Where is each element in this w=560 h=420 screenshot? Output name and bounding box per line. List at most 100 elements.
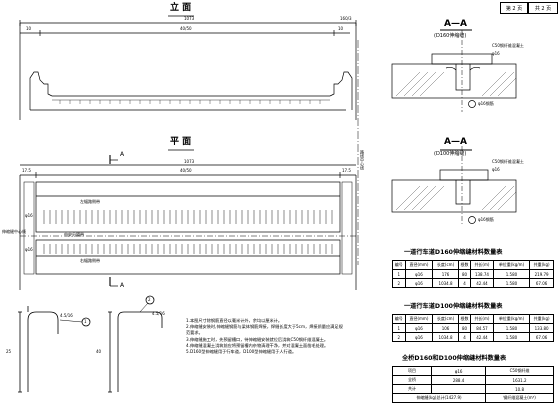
note-line: 1.本图尺寸除钢筋直径以毫米计外，余均以厘米计。 (186, 318, 283, 323)
table-header-cell: 共重(kg) (529, 260, 554, 270)
page-number: 第 2 页 (505, 5, 523, 12)
table-header-cell: φ16 (431, 366, 487, 376)
table3-title: 全桥D160和D100伸缩缝材料数量表 (402, 355, 507, 362)
plan-overall-dim: 1073 (184, 159, 195, 164)
table-cell: φ16 (404, 269, 434, 279)
table-cell: 106 (432, 323, 459, 333)
detail1-mark: 1 (84, 319, 87, 324)
table-header-cell: 直径(mm) (404, 260, 434, 270)
page-number-box: 第 2 页 (500, 2, 528, 14)
plan-row-label-mid: 中央分隔带 (64, 232, 84, 237)
table-cell: 1 (392, 323, 406, 333)
table-cell: 42.44 (470, 332, 494, 342)
table-cell: 1.580 (492, 332, 531, 342)
elevation-right-dim: 10 (338, 26, 344, 31)
section1-callout-2: φ16 (492, 51, 500, 56)
section1-subtitle: (D160伸缩缝) (434, 33, 467, 39)
plan-right-dim: 17.5 (342, 168, 351, 173)
table-cell: 138.74 (470, 269, 494, 279)
table-header-cell: 编号 (392, 260, 406, 270)
table-row: 1 φ16 106 80 84.57 1.580 133.80 (392, 323, 554, 333)
plan-left-label-1: φ16 (25, 213, 33, 218)
table-cell: 2 (392, 332, 406, 342)
table-cell: 80 (457, 323, 472, 333)
table-cell: 全桥 (391, 375, 433, 385)
table-row: 全桥 288.4 1631.2 (391, 375, 554, 385)
table-cell: 共计 (391, 384, 433, 394)
note-line: 5.D160型伸缩缝用于行车道，D100型伸缩缝用于人行道。 (186, 349, 297, 355)
table-row: 1 φ16 176 80 138.74 1.580 219.79 (392, 269, 554, 279)
table3: 项目 φ16 C50钢纤维 全桥 288.4 1631.2 共计 10.8 伸缩… (391, 366, 554, 403)
section2-callout-3: φ16钢筋 (478, 217, 494, 222)
table-cell: 4 (457, 332, 472, 342)
table-cell: 1.580 (492, 323, 531, 333)
section1-callout-3: φ16钢筋 (478, 101, 494, 106)
section2-subtitle: (D100伸缩缝) (434, 151, 467, 157)
table-cell: 1034.8 (432, 278, 459, 288)
table-cell: 2 (392, 278, 406, 288)
elevation-overall-dim: 1073 (184, 16, 195, 21)
table-cell: 1.580 (492, 269, 531, 279)
plan-row-label-top: 左幅路侧带 (80, 199, 100, 204)
table-cell: 4 (457, 278, 472, 288)
elevation-title: 立 面 (170, 3, 192, 13)
table-row: 2 φ16 1034.8 4 42.44 1.580 67.06 (392, 332, 554, 342)
plan-row-label-bottom: 右幅路侧带 (80, 258, 100, 263)
detail2-dim-1: 4.5/16 (152, 311, 165, 316)
table-header-cell: C50钢纤维 (485, 366, 554, 376)
section2-callout-2: φ16 (492, 167, 500, 172)
table-header-cell: 直径(mm) (404, 314, 434, 324)
plan-mid-dim: 40/50 (180, 168, 192, 173)
table-header-cell: 长度(cm) (432, 260, 459, 270)
elevation-left-dim: 10 (26, 26, 32, 31)
table-header-cell: 单位重(kg/m) (492, 314, 531, 324)
table-row: 共计 10.8 (391, 384, 554, 394)
table1: 编号 直径(mm) 长度(cm) 根数 共长(m) 单位重(kg/m) 共重(k… (392, 260, 554, 288)
section1-callout-1: C50钢纤维混凝土 (492, 43, 524, 48)
note-line: 3.伸缩缝施工时，先预留槽口，待伸缩缝安装就位后浇筑C50钢纤维混凝土。 (186, 336, 329, 342)
plan-left-dim: 17.5 (22, 168, 31, 173)
table-header-cell: 共重(kg) (529, 314, 554, 324)
table-cell: 1 (392, 269, 406, 279)
detail2-mark: 2 (148, 297, 151, 302)
table-cell: 133.80 (529, 323, 554, 333)
table-cell (431, 384, 487, 394)
table-header-cell: 共长(m) (470, 314, 494, 324)
table-cell: 288.4 (431, 375, 487, 385)
section2-callout-1: C50钢纤维混凝土 (492, 159, 524, 164)
note-line: 2.伸缩缝安装时,伸缩缝钢筋与梁体钢筋焊接，焊缝长度大于5cm，焊接质量应满足规 (186, 324, 343, 330)
table-cell: 84.57 (470, 323, 494, 333)
table-cell: φ16 (404, 332, 434, 342)
detail2-dim-2: 40 (96, 349, 102, 354)
table-row: 2 φ16 1034.8 4 42.44 1.580 67.06 (392, 278, 554, 288)
table-header-cell: 根数 (457, 314, 472, 324)
table-cell: 67.06 (529, 332, 554, 342)
table-header-cell: 共长(m) (470, 260, 494, 270)
plan-side-label: 路线中心线 (360, 150, 365, 170)
table-cell: 67.06 (529, 278, 554, 288)
table-cell: 176 (432, 269, 459, 279)
table2-header: 编号 直径(mm) 长度(cm) 根数 共长(m) 单位重(kg/m) 共重(k… (392, 314, 554, 324)
page-total-box: 共 2 页 (528, 2, 558, 14)
section-mark-bottom: A (120, 282, 125, 289)
table-cell: 80 (457, 269, 472, 279)
elevation-right-label: 160/3 (340, 16, 352, 21)
table-cell: 1034.8 (432, 332, 459, 342)
section1-title: A—A (444, 19, 467, 29)
table-header-cell: 编号 (392, 314, 406, 324)
note-line: 范要求。 (186, 330, 203, 336)
plan-left-label-2: φ16 (25, 247, 33, 252)
plan-title: 平 面 (170, 137, 192, 147)
table1-header: 编号 直径(mm) 长度(cm) 根数 共长(m) 单位重(kg/m) 共重(k… (392, 260, 554, 270)
table-header-cell: 单位重(kg/m) (492, 260, 531, 270)
elevation-mid-label: 40/50 (180, 26, 192, 31)
table-cell: 1.580 (492, 278, 531, 288)
table-cell: φ16 (404, 278, 434, 288)
detail1-dim-2: 25 (6, 349, 12, 354)
table-footer-cell: 伸缩缝(kg)总计(1427.9) (391, 393, 487, 403)
table-header-cell: 项目 (391, 366, 433, 376)
table-cell: 10.8 (485, 384, 554, 394)
section-mark-top: A (120, 151, 125, 158)
